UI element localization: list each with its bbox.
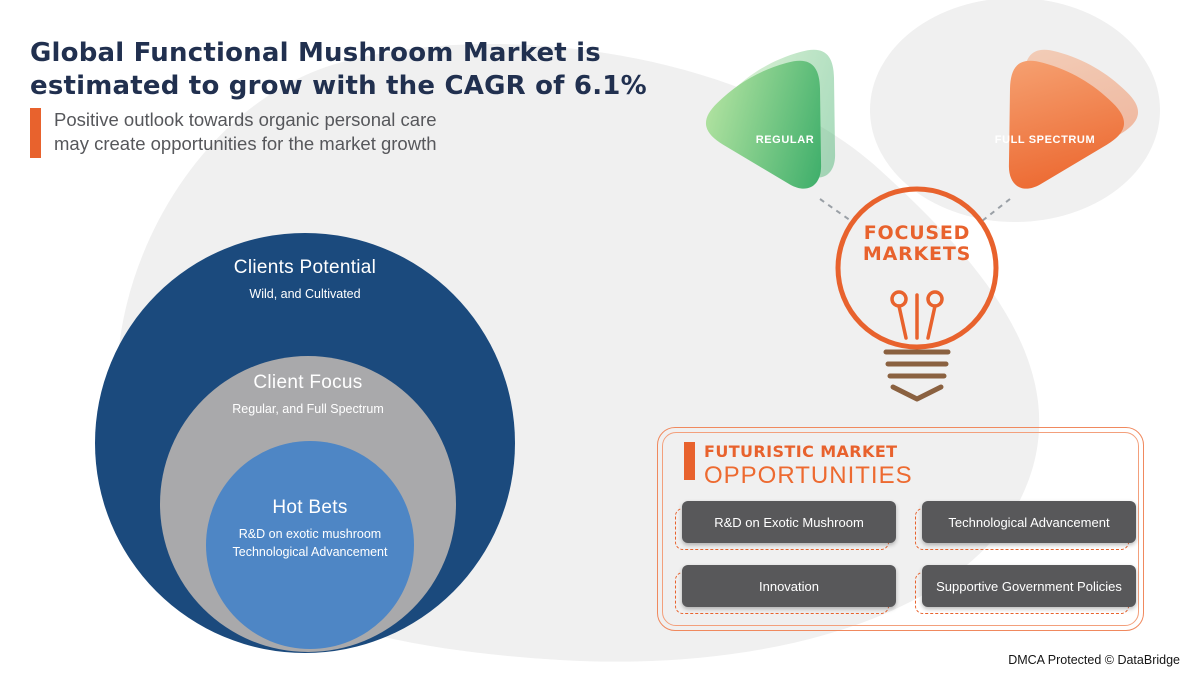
opportunities-heading-line1: FUTURISTIC MARKET [704,442,898,461]
opportunity-supportive-government-policies: Supportive Government Policies [922,565,1136,607]
opportunity-technological-advancement: Technological Advancement [922,501,1136,543]
opportunity-rd-exotic-mushroom: R&D on Exotic Mushroom [682,501,896,543]
opportunity-item: R&D on Exotic Mushroom [675,501,896,550]
focused-markets-label-line2: MARKETS [862,243,972,266]
hot-bets-subtitle: R&D on exotic mushroom Technological Adv… [206,525,414,561]
dashed-connector-left [819,198,855,224]
client-focus-subtitle: Regular, and Full Spectrum [232,402,384,416]
accent-bar [30,108,41,158]
regular-market-shape [706,49,836,189]
bulb-filament [890,290,944,340]
focused-markets-label-line1: FOCUSED [863,222,971,244]
page-title-line2: estimated to grow with the CAGR of 6.1% [30,71,647,102]
full-spectrum-market-shape [1008,49,1138,189]
full-spectrum-market-label: FULL SPECTRUM [994,134,1096,146]
lightbulb-icon [835,186,999,402]
opportunity-item: Supportive Government Policies [915,565,1136,614]
hot-bets-subtitle-line2: Technological Advancement [232,545,388,560]
page-title: Global Functional Mushroom Market is est… [30,37,680,103]
opportunities-heading-line2: OPPORTUNITIES [704,462,913,489]
page-subtitle: Positive outlook towards organic persona… [54,109,437,155]
dmca-notice: DMCA Protected © DataBridge [1008,653,1180,667]
clients-potential-subtitle: Wild, and Cultivated [249,287,361,301]
hot-bets-circle: Hot Bets R&D on exotic mushroom Technolo… [206,441,414,649]
clients-potential-title: Clients Potential [233,257,377,278]
opportunity-innovation: Innovation [682,565,896,607]
opportunity-item: Innovation [675,565,896,614]
client-focus-title: Client Focus [253,372,363,393]
opportunities-header: FUTURISTIC MARKET OPPORTUNITIES [684,442,913,490]
page-title-line1: Global Functional Mushroom Market is [30,38,601,69]
accent-bar [684,442,695,480]
hot-bets-title: Hot Bets [272,497,348,518]
bulb-base [883,349,951,402]
regular-market-label: REGULAR [755,134,815,146]
opportunity-item: Technological Advancement [915,501,1136,550]
subtitle-block: Positive outlook towards organic persona… [30,108,450,158]
opportunities-grid: R&D on Exotic Mushroom Technological Adv… [675,501,1136,614]
opportunities-panel [657,427,1144,631]
focused-markets-label: FOCUSED MARKETS [857,222,977,266]
hot-bets-subtitle-line1: R&D on exotic mushroom [238,527,382,541]
opportunities-heading: FUTURISTIC MARKET OPPORTUNITIES [704,442,913,490]
